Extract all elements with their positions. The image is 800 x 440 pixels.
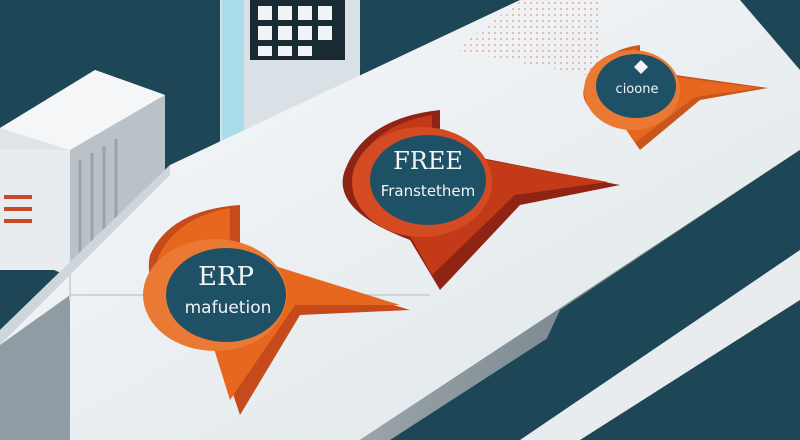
tower-building bbox=[220, 0, 360, 170]
free-badge-subtitle: Franstethem bbox=[380, 182, 476, 200]
free-badge bbox=[342, 110, 620, 290]
erp-badge-title: ERP bbox=[197, 262, 255, 292]
free-badge-title: FREE bbox=[393, 147, 463, 175]
erp-badge-subtitle: mafuetion bbox=[184, 298, 272, 318]
small-badge bbox=[583, 45, 768, 150]
erp-badge bbox=[143, 205, 410, 415]
diamond-icon bbox=[634, 60, 648, 74]
small-badge-subtitle: cioone bbox=[615, 82, 659, 97]
